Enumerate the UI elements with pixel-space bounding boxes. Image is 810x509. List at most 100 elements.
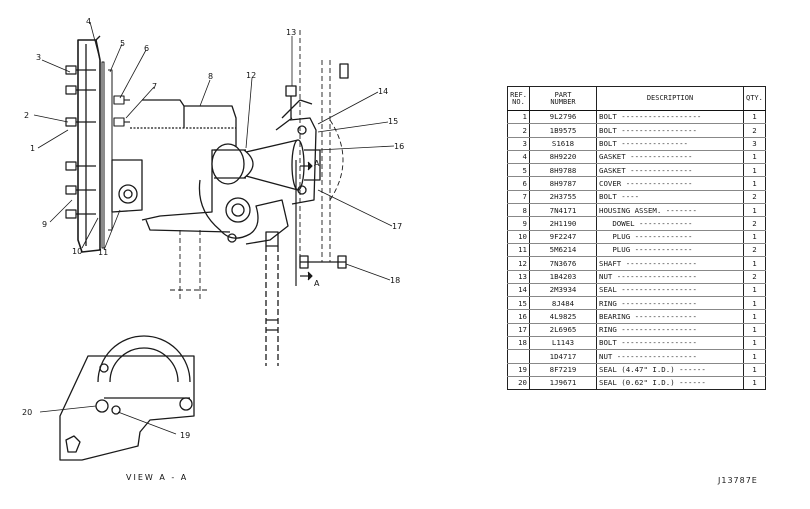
bolt-13 [285,63,349,118]
cell-part-number: 7N3676 [529,256,597,271]
bolt-group-left [65,65,96,219]
cell-qty: 2 [743,123,766,138]
section-arrows [295,160,313,286]
cell-ref-no: 5 [507,163,530,178]
bracket-block [111,159,143,213]
cell-description: NUT ------------------ [596,349,744,364]
cell-ref-no: 7 [507,190,530,205]
callout-4: 4 [86,17,91,26]
cell-description: GASKET -------------- [596,150,744,165]
callout-16: 16 [394,142,404,151]
cell-qty: 3 [743,137,766,151]
exploded-parts-drawing: 1 2 3 4 5 6 7 8 9 10 11 12 13 14 15 16 1… [22,17,404,482]
cell-ref-no: 17 [507,323,530,338]
cell-description: SHAFT ---------------- [596,256,744,271]
vertical-shaft [265,231,279,366]
callout-9: 9 [42,220,47,229]
cell-description: COVER --------------- [596,176,744,191]
cell-qty: 1 [743,296,766,311]
cell-description: BOLT ------------------ [596,110,744,125]
section-mark-a-top: A [314,159,320,168]
callout-7: 7 [152,82,157,91]
cell-part-number: 8H9788 [529,163,597,178]
cell-part-number: 9F2247 [529,230,597,244]
cell-ref-no: 19 [507,363,530,377]
cell-qty: 1 [743,309,766,324]
cell-ref-no: 4 [507,150,530,165]
cell-part-number: 4L9825 [529,309,597,324]
shaft [211,139,321,191]
cell-ref-no: 1 [507,110,530,125]
cell-description: BOLT ---- [596,190,744,205]
bearing-seal-stack [275,99,317,205]
cell-ref-no: 11 [507,243,530,258]
mounting-plate [77,35,101,253]
cell-description: HOUSING ASSEM. ------- [596,203,744,218]
view-a-a-label: VIEW A - A [126,473,188,482]
cell-part-number: 8F7219 [529,363,597,377]
cell-qty: 1 [743,349,766,364]
cell-qty: 2 [743,243,766,258]
callout-8: 8 [208,72,213,81]
cell-description: RING ----------------- [596,296,744,311]
cell-description: RING ----------------- [596,323,744,338]
cell-description: GASKET -------------- [596,163,744,178]
figure-code: J13787E [718,476,758,485]
cell-ref-no: 12 [507,256,530,271]
cell-ref-no: 16 [507,309,530,324]
table-header-row: REF. NO. PART NUMBER DESCRIPTION QTY. [507,86,766,111]
cell-ref-no: 9 [507,216,530,231]
cell-part-number: 8J484 [529,296,597,311]
leader-lines [33,21,395,281]
cell-ref-no: 15 [507,296,530,311]
cell-ref-no: 10 [507,230,530,244]
phantom-outline [170,30,344,300]
cell-part-number: 2M3934 [529,283,597,298]
cell-qty: 1 [743,176,766,191]
cell-qty: 2 [743,270,766,284]
cell-part-number: S1618 [529,137,597,151]
cell-part-number: 2H1190 [529,216,597,231]
section-mark-a-bottom: A [314,279,320,288]
cell-qty: 1 [743,376,766,391]
cell-qty: 2 [743,190,766,205]
cell-description: BOLT --------------- [596,137,744,151]
cell-part-number: 2H3755 [529,190,597,205]
cell-ref-no: 3 [507,137,530,151]
cell-part-number: 1B9575 [529,123,597,138]
cell-description: SEAL (0.62" I.D.) ------ [596,376,744,391]
callout-18: 18 [390,276,400,285]
cell-qty: 1 [743,256,766,271]
callout-13: 13 [286,28,296,37]
cover-bolts [113,95,130,127]
header-qty: QTY. [743,86,766,111]
cell-qty: 1 [743,283,766,298]
cell-qty: 1 [743,230,766,244]
callout-5: 5 [120,39,125,48]
gasket-5 [108,69,113,231]
cell-part-number: 7N4171 [529,203,597,218]
cell-part-number: 1D4717 [529,349,597,364]
cell-qty: 1 [743,323,766,338]
cell-qty: 1 [743,203,766,218]
gasket-4 [101,61,105,249]
callout-11: 11 [98,248,108,257]
cell-part-number: 8H9787 [529,176,597,191]
cell-qty: 1 [743,163,766,178]
cell-part-number: 9L2796 [529,110,597,125]
cell-qty: 1 [743,336,766,351]
